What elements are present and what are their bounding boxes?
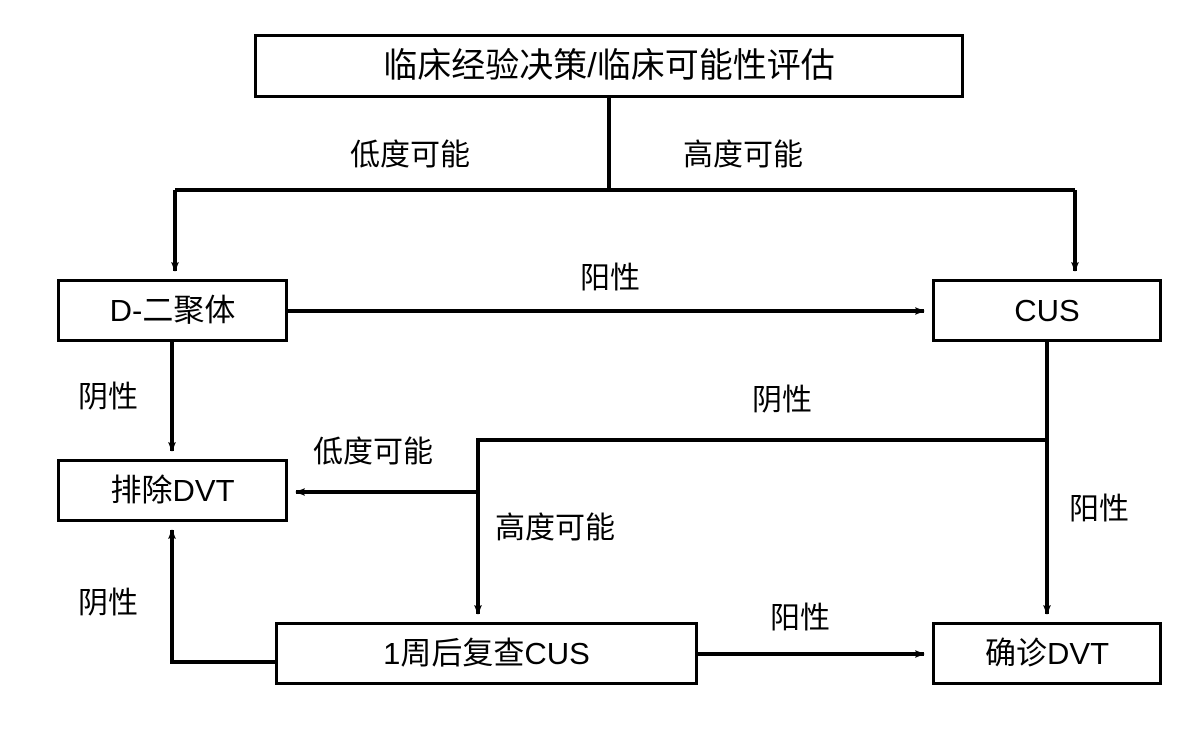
- node-assessment[interactable]: 临床经验决策/临床可能性评估: [254, 34, 964, 98]
- edge-label-d-dimer-positive: 阳性: [580, 262, 640, 295]
- connector-repeat-cus-negative-to-exclude: [168, 529, 275, 664]
- edge-label-repeat-cus-negative: 阴性: [78, 587, 138, 620]
- edge-label-high-probability-mid: 高度可能: [495, 512, 615, 545]
- node-exclude-dvt-label: 排除DVT: [110, 473, 235, 508]
- node-cus[interactable]: CUS: [932, 279, 1162, 342]
- edge-label-cus-positive: 阳性: [1069, 493, 1129, 526]
- node-repeat-cus-label: 1周后复查CUS: [383, 636, 590, 671]
- edge-label-high-probability-top: 高度可能: [683, 139, 803, 172]
- edge-label-cus-negative: 阴性: [752, 384, 812, 417]
- connector-cus-negative-elbow: [474, 438, 1047, 615]
- node-d-dimer[interactable]: D-二聚体: [57, 279, 288, 342]
- node-assessment-label: 临床经验决策/临床可能性评估: [383, 47, 835, 85]
- edge-label-low-probability-top: 低度可能: [350, 139, 470, 172]
- node-confirm-dvt[interactable]: 确诊DVT: [932, 622, 1162, 685]
- node-d-dimer-label: D-二聚体: [109, 293, 236, 328]
- edge-label-repeat-cus-positive: 阳性: [770, 602, 830, 635]
- node-confirm-dvt-label: 确诊DVT: [985, 636, 1109, 671]
- node-cus-label: CUS: [1014, 293, 1080, 328]
- node-exclude-dvt[interactable]: 排除DVT: [57, 459, 288, 522]
- node-repeat-cus[interactable]: 1周后复查CUS: [275, 622, 698, 685]
- edge-label-d-dimer-negative: 阴性: [78, 381, 138, 414]
- edge-label-low-probability-mid: 低度可能: [313, 436, 433, 469]
